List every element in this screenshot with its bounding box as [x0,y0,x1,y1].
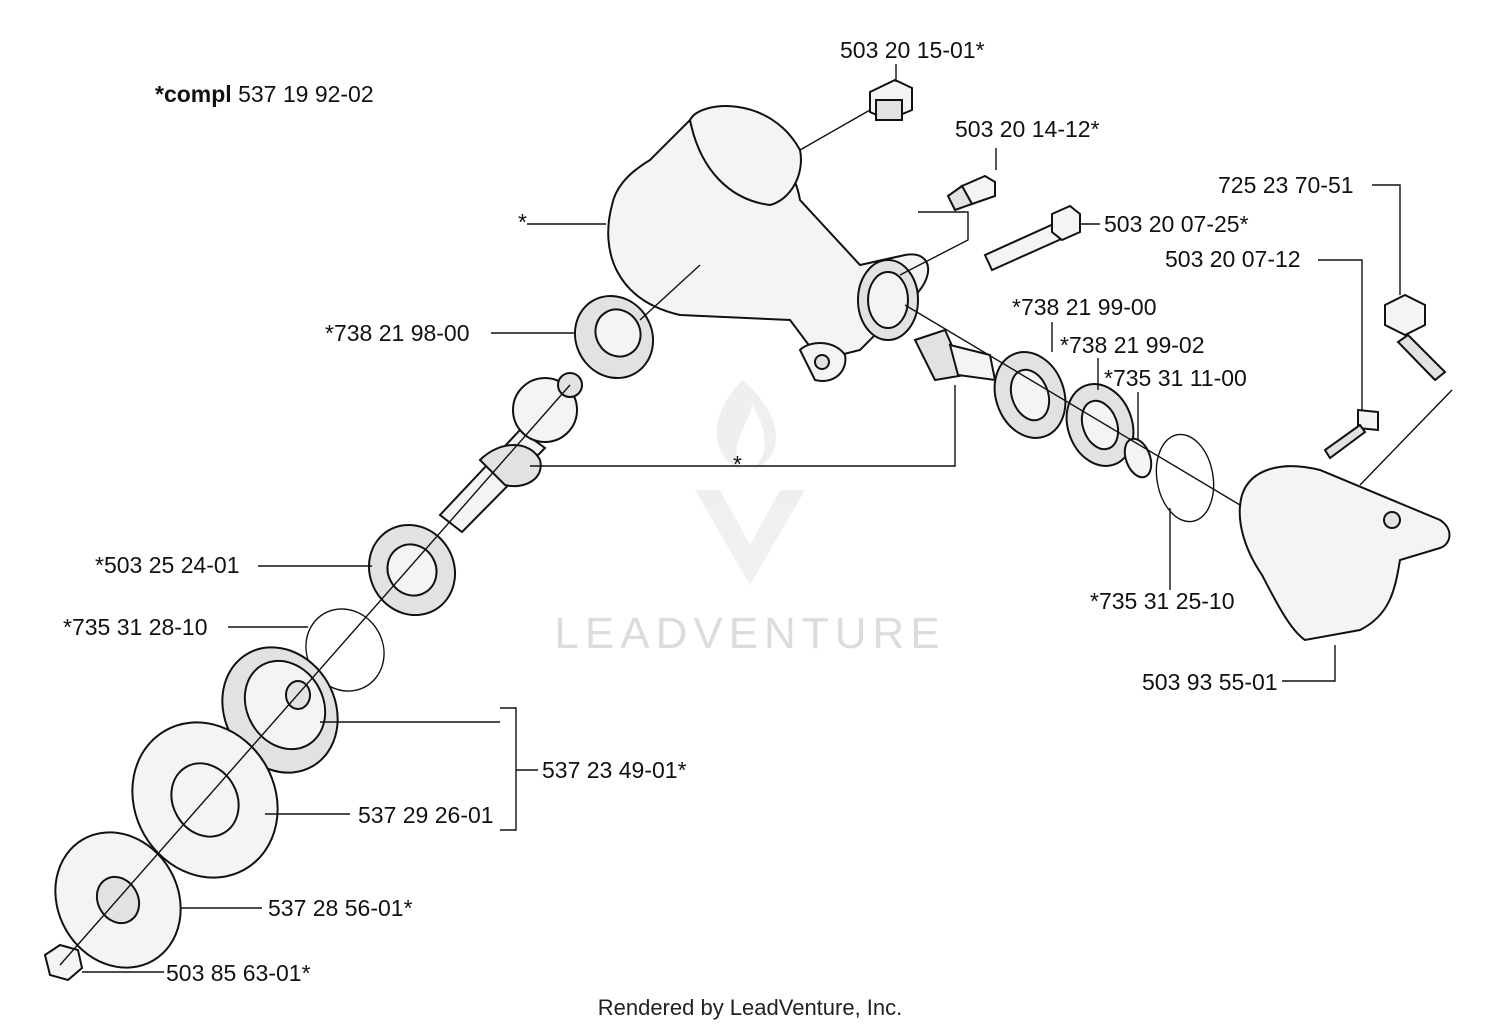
label-537-28-56-01: 537 28 56-01* [268,895,413,921]
label-503-85-63-01: 503 85 63-01* [166,960,311,986]
label-537-29-26-01: 537 29 26-01 [358,802,494,828]
label-503-20-07-12: 503 20 07-12 [1165,246,1301,272]
label-503-93-55-01: 503 93 55-01 [1142,669,1278,695]
bevel-pinion [913,328,997,382]
nut [43,943,84,982]
bearing-upper [573,294,655,380]
bearing-738-21-99-02 [1065,383,1135,467]
label-738-21-99-00: *738 21 99-00 [1012,294,1157,320]
compl-label: *compl 537 19 92-02 [155,81,374,107]
label-housing-star: * [518,209,527,235]
gear-housing [607,105,930,382]
label-503-20-14-12: 503 20 14-12* [955,116,1100,142]
label-503-20-07-25: 503 20 07-25* [1104,211,1249,237]
label-735-31-11-00: *735 31 11-00 [1104,365,1247,391]
label-gear-star: * [733,451,742,477]
label-735-31-28-10: *735 31 28-10 [63,614,208,640]
label-537-23-49-01: 537 23 49-01* [542,757,687,783]
guard-cover [1238,465,1451,642]
small-screw [946,174,996,212]
long-screw [983,204,1081,272]
cover-screw [1323,408,1379,460]
assembly-axis-line [59,264,1241,966]
bearing-lower [367,523,457,617]
compl-number: 537 19 92-02 [238,81,374,107]
watermark-text: LEADVENTURE [554,609,945,658]
label-503-25-24-01: *503 25 24-01 [95,552,240,578]
support-flange [221,646,339,774]
label-738-21-98-00: *738 21 98-00 [325,320,470,346]
label-735-31-25-10: *735 31 25-10 [1090,588,1235,614]
bearing-738-21-99-00 [993,351,1067,439]
footer-credit: Rendered by LeadVenture, Inc. [598,995,903,1020]
label-503-20-15-01: 503 20 15-01* [840,37,985,63]
compl-prefix: *compl [155,81,232,107]
leader-lines [82,64,1453,973]
circlip-large [1155,433,1215,523]
label-725-23-70-51: 725 23 70-51 [1218,172,1354,198]
hex-bolt [1384,293,1447,382]
watermark-logo-icon [695,380,805,585]
label-738-21-99-02: *738 21 99-02 [1060,332,1205,358]
plug-screw [869,78,913,122]
